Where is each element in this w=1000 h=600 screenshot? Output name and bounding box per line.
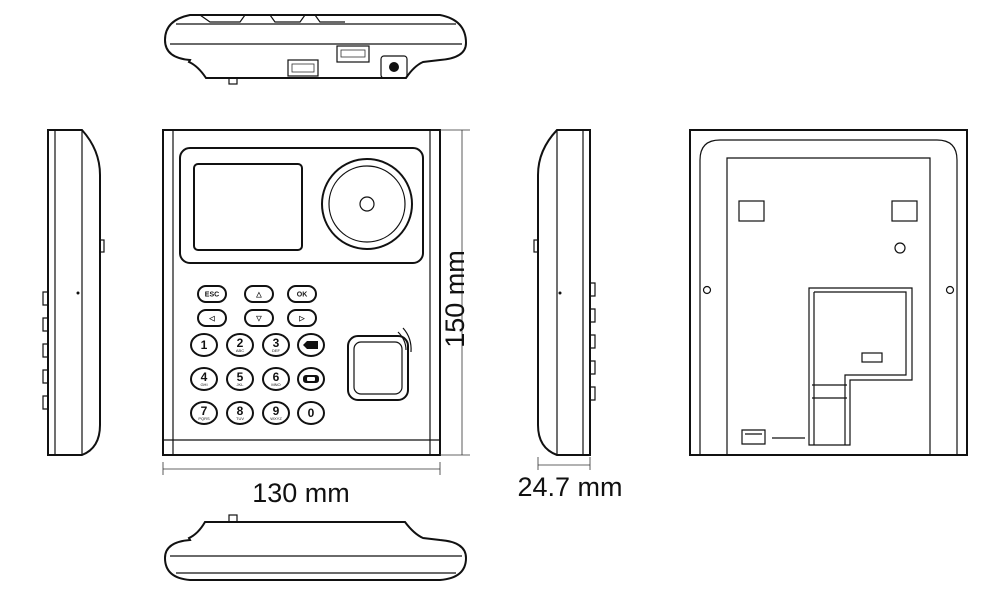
- digit-key-letters: TUV: [236, 416, 244, 421]
- digit-key-number: 8: [237, 404, 244, 418]
- height-label: 150 mm: [440, 250, 470, 348]
- digit-key-letters: MNO: [271, 382, 280, 387]
- right-key-label: ▷: [298, 316, 305, 323]
- camera-lens-icon: [321, 158, 413, 250]
- mount-hole-right: [891, 200, 918, 222]
- card-icon: [303, 375, 319, 383]
- display-panel: [179, 147, 424, 264]
- width-label: 130 mm: [252, 478, 350, 508]
- micro-usb-port-icon: [861, 352, 883, 363]
- up-key-label: △: [255, 292, 262, 299]
- left-side-view: [42, 129, 105, 456]
- depth-label: 24.7 mm: [517, 472, 622, 502]
- screw-hole: [894, 242, 906, 254]
- digit-key-number: 0: [308, 406, 315, 420]
- left-key-label: ◁: [208, 316, 215, 323]
- left-side-tab: [99, 239, 105, 253]
- digit-key-number: 2: [237, 336, 244, 350]
- power-jack-icon: [380, 55, 408, 79]
- right-side-view: 24.7 mm: [517, 129, 623, 502]
- esc-key[interactable]: ESC: [197, 285, 227, 303]
- usb-port-icon: [336, 45, 370, 63]
- screw-left-icon: [702, 285, 712, 295]
- ok-key-label: OK: [297, 292, 308, 299]
- lcd-screen: [193, 163, 303, 251]
- digit-key-number: 4: [201, 370, 208, 384]
- digit-key-letters: JKL: [237, 382, 245, 387]
- digit-key-letters: DEF: [272, 348, 281, 353]
- card-key[interactable]: [297, 367, 325, 391]
- ok-key[interactable]: OK: [287, 285, 317, 303]
- digit-key-letters: PQRS: [198, 416, 210, 421]
- down-key[interactable]: ▽: [244, 309, 274, 327]
- backspace-key[interactable]: [297, 333, 325, 357]
- navigation-keys: ESC △ OK ◁ ▽ ▷: [197, 285, 317, 327]
- digit-key-number: 7: [201, 404, 208, 418]
- top-view: [163, 14, 468, 85]
- digit-key-number: 1: [201, 338, 208, 352]
- bottom-view-tab: [228, 514, 238, 523]
- mount-hole-left: [738, 200, 765, 222]
- digit-key-number: 5: [237, 370, 244, 384]
- digit-key-number: 9: [273, 404, 280, 418]
- top-view-tab: [228, 77, 238, 85]
- function-keys: [297, 333, 325, 391]
- front-housing: [162, 129, 441, 456]
- backspace-icon: [303, 341, 318, 349]
- digit-key-number: 3: [273, 336, 280, 350]
- digit-key-1[interactable]: 1: [190, 333, 218, 357]
- bottom-view: [163, 514, 468, 581]
- back-view: [689, 129, 968, 456]
- right-key[interactable]: ▷: [287, 309, 317, 327]
- esc-key-label: ESC: [205, 292, 219, 299]
- digit-key-0[interactable]: 0: [297, 401, 325, 425]
- ethernet-port-icon: [287, 59, 319, 77]
- screw-right-icon: [945, 285, 955, 295]
- height-dimension: 150 mm: [440, 129, 470, 456]
- left-key[interactable]: ◁: [197, 309, 227, 327]
- up-key[interactable]: △: [244, 285, 274, 303]
- digit-key-letters: WXYZ: [270, 416, 282, 421]
- down-key-label: ▽: [255, 316, 262, 323]
- fingerprint-sensor: [347, 327, 412, 401]
- digit-key-letters: GHI: [200, 382, 207, 387]
- digit-key-number: 6: [273, 370, 280, 384]
- digit-key-letters: ABC: [236, 348, 244, 353]
- width-dimension: 130 mm: [162, 462, 441, 508]
